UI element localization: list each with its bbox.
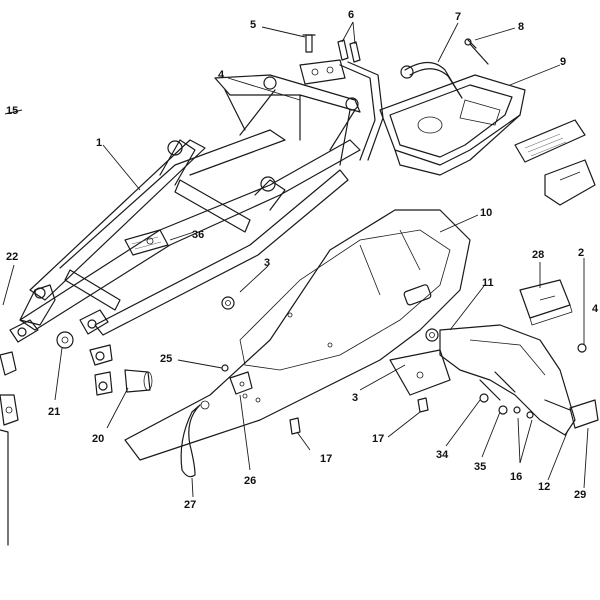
- callout-3: 3: [264, 257, 270, 269]
- callout-17-right: 17: [372, 433, 384, 445]
- callout-35: 35: [474, 461, 486, 473]
- frame-label-plate: [124, 229, 169, 256]
- callout-4-right: 4: [592, 303, 599, 315]
- relay-28: [519, 279, 573, 326]
- callout-11: 11: [482, 277, 494, 289]
- callout-2: 2: [578, 247, 584, 259]
- cable-7: [400, 61, 463, 99]
- callout-22: 22: [6, 251, 18, 263]
- clip-25-26: [221, 364, 261, 403]
- hardware-small-parts: [417, 393, 534, 419]
- bolt-5: [302, 34, 316, 53]
- callout-36: 36: [192, 229, 204, 241]
- top-bracket: [299, 59, 384, 161]
- callout-7: 7: [455, 11, 461, 23]
- callout-28: 28: [532, 249, 544, 261]
- undertray: [124, 209, 471, 461]
- strap-27: [180, 400, 210, 478]
- callout-16: 16: [510, 471, 522, 483]
- turn-signal: [544, 399, 599, 429]
- left-edge-parts: [0, 351, 19, 546]
- grommet-21: [56, 331, 74, 349]
- callout-26: 26: [244, 475, 256, 487]
- callout-8: 8: [518, 21, 524, 33]
- callout-4: 4: [218, 69, 225, 81]
- rear-subframe: [9, 74, 361, 396]
- callout-15: 15: [6, 105, 18, 117]
- callout-5: 5: [250, 19, 256, 31]
- callout-9: 9: [560, 56, 566, 68]
- callout-3-lower: 3: [352, 392, 358, 404]
- callout-10: 10: [480, 207, 492, 219]
- callout-25: 25: [160, 353, 172, 365]
- callout-21: 21: [48, 406, 60, 418]
- storage-tray: [379, 74, 526, 176]
- screw-2: [577, 343, 587, 353]
- license-bracket: [389, 324, 576, 436]
- callout-20: 20: [92, 433, 104, 445]
- callout-12: 12: [538, 481, 550, 493]
- document-pouch: [514, 119, 596, 206]
- callout-27: 27: [184, 499, 196, 511]
- nut-3-upper: [221, 296, 235, 310]
- callout-29: 29: [574, 489, 586, 501]
- callout-34: 34: [436, 449, 449, 461]
- callout-1: 1: [96, 137, 102, 149]
- leader-lines: [2, 21, 589, 498]
- callout-17: 17: [320, 453, 332, 465]
- bolts-6: [337, 39, 361, 63]
- screw-8: [464, 38, 489, 65]
- callout-6: 6: [348, 9, 354, 21]
- screw-17-left: [289, 417, 301, 435]
- callout-labels: 1 2 3 3 4 4 5 6 7 8 9 10 11 12 15 16 17 …: [6, 9, 599, 511]
- nut-3-lower: [425, 328, 439, 342]
- rubber-mount-20: [124, 369, 153, 393]
